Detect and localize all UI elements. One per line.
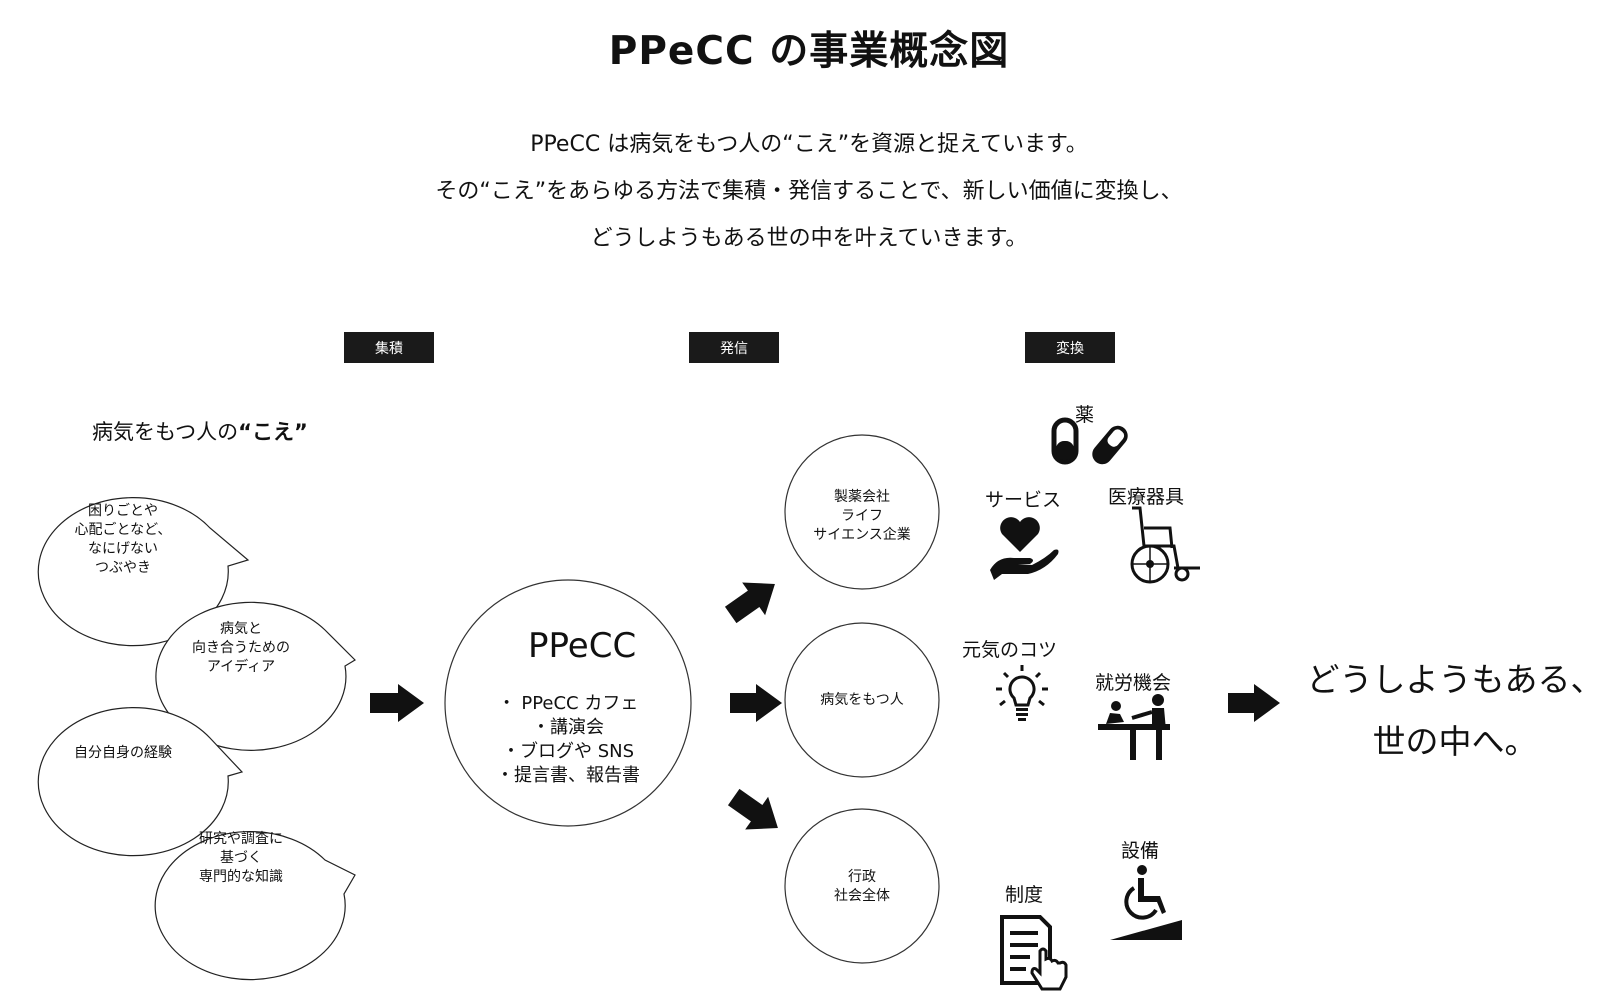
stage-label-convert: 変換: [1025, 332, 1115, 363]
voices-title-emphasis: “こえ”: [238, 420, 308, 444]
arrow-right-icon: [730, 684, 782, 722]
intro-line-3: どうしようもある世の中を叶えていきます。: [590, 226, 1028, 251]
value-label-facility: 設備: [1121, 840, 1160, 862]
result-line-1: どうしようもある、: [1306, 660, 1604, 699]
stage-label-transmit: 発信: [689, 332, 779, 363]
value-label-medical-device: 医療器具: [1108, 486, 1185, 508]
speech-bubble-4: [154, 831, 356, 981]
arrow-up-right-icon: [724, 582, 775, 624]
value-label-system: 制度: [1005, 884, 1044, 906]
bubble-text-1: 困りごとや 心配ごとなど、 なにげない つぶやき: [74, 503, 172, 576]
value-label-employment: 就労機会: [1095, 672, 1172, 694]
receiver-circle-government: [784, 808, 940, 964]
bubble-text-3: 自分自身の経験: [74, 745, 172, 761]
result-line-2: 世の中へ。: [1372, 722, 1538, 761]
arrow-icon: [370, 684, 424, 722]
document-click-icon: [1000, 915, 1068, 991]
wheelchair-icon: [1130, 506, 1200, 584]
intro-line-1: PPeCC は病気をもつ人の“こえ”を資源と捉えています。: [530, 132, 1088, 157]
value-label-tips: 元気のコツ: [962, 639, 1058, 661]
bubble-text-2: 病気と 向き合うための アイディア: [192, 621, 290, 675]
receiver-pharma-label: 製薬会社 ライフ サイエンス企業: [813, 489, 911, 543]
job-support-icon: [1098, 694, 1170, 760]
value-label-medicine: 薬: [1075, 404, 1095, 426]
intro-line-2: その“こえ”をあらゆる方法で集積・発信することで、新しい価値に変換し、: [435, 179, 1183, 204]
receiver-patients-label: 病気をもつ人: [820, 692, 904, 708]
receiver-circle-pharma: [784, 434, 940, 590]
ppecc-circle: [444, 579, 692, 827]
accessibility-ramp-icon: [1110, 865, 1182, 940]
value-label-service: サービス: [985, 489, 1062, 511]
receiver-circle-patients: [784, 622, 940, 778]
lightbulb-icon: [996, 665, 1048, 721]
arrow-down-right-icon: [727, 788, 778, 830]
pill-icon: [1051, 417, 1128, 465]
page-title: PPeCC の事業概念図: [608, 29, 1010, 74]
arrow-result-icon: [1228, 684, 1280, 722]
speech-bubble-2: [155, 601, 356, 751]
stage-label-accumulate: 集積: [344, 332, 434, 363]
speech-bubble-3: [37, 707, 244, 857]
bubble-text-4: 研究や調査に 基づく 専門的な知識: [199, 831, 283, 885]
ppecc-activities: ・ PPeCC カフェ ・講演会 ・ブログや SNS ・提言書、報告書: [496, 693, 640, 786]
receiver-government-label: 行政 社会全体: [834, 869, 890, 904]
voices-title: 病気をもつ人の“こえ”: [92, 416, 308, 446]
voices-title-text: 病気をもつ人の: [92, 420, 239, 444]
heart-hand-icon: [990, 517, 1059, 580]
ppecc-label: PPeCC: [528, 626, 637, 666]
